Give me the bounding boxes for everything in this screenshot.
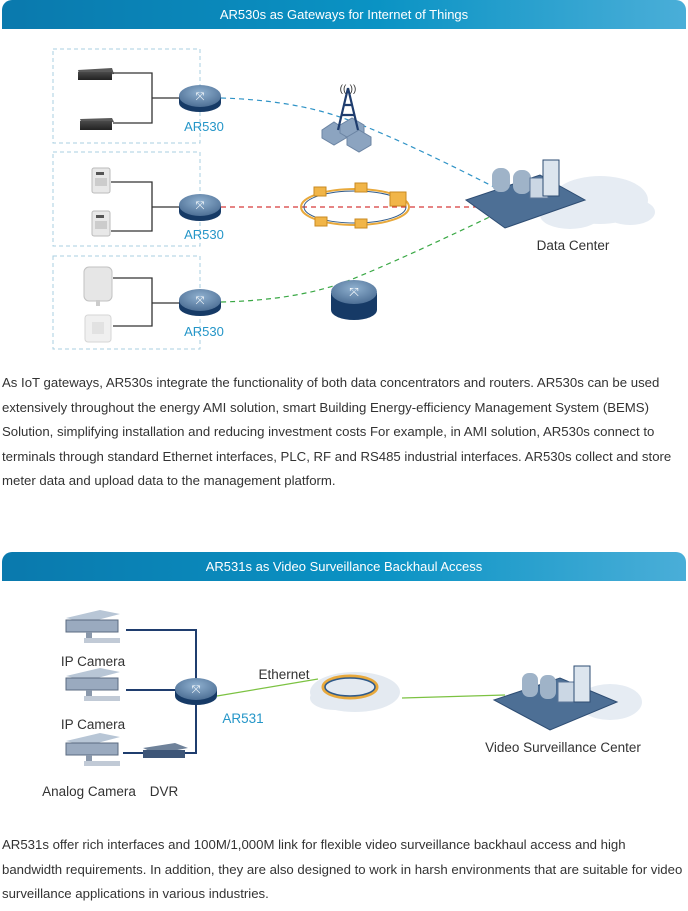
ring-network-icon bbox=[300, 182, 410, 229]
router-label: AR530 bbox=[184, 227, 224, 242]
dvr-label: DVR bbox=[150, 784, 179, 799]
router-label: AR531 bbox=[222, 711, 263, 726]
iot-description: As IoT gateways, AR530s integrate the fu… bbox=[2, 375, 672, 488]
electric-meter-icon bbox=[91, 167, 111, 194]
ip-camera-icon bbox=[65, 610, 120, 643]
iot-gateway-diagram: ⤧ ⤧ ⤧ AR530 AR530 AR530 ((·)) ⤧ bbox=[52, 48, 655, 350]
thermostat-icon bbox=[84, 314, 112, 343]
camera-label: Analog Camera bbox=[42, 784, 136, 799]
ethernet-label: Ethernet bbox=[258, 667, 309, 682]
svg-text:⤧: ⤧ bbox=[196, 295, 205, 307]
svg-text:⤧: ⤧ bbox=[349, 285, 359, 299]
section-title: AR530s as Gateways for Internet of Thing… bbox=[219, 7, 469, 22]
ethernet-link bbox=[216, 678, 319, 697]
video-center-label: Video Surveillance Center bbox=[485, 740, 641, 755]
camera-label: IP Camera bbox=[61, 717, 126, 732]
core-router-icon: ⤧ bbox=[331, 280, 377, 320]
ar531-router-icon: ⤧ bbox=[175, 678, 217, 705]
dvr-icon bbox=[143, 743, 188, 758]
video-description: AR531s offer rich interfaces and 100M/1,… bbox=[2, 837, 683, 901]
ethernet-cloud-icon bbox=[310, 672, 400, 712]
device-group-box bbox=[52, 151, 201, 247]
section-banner-video: AR531s as Video Surveillance Backhaul Ac… bbox=[2, 552, 686, 581]
data-center-icon bbox=[464, 159, 655, 229]
video-surveillance-center-icon bbox=[492, 665, 642, 731]
ar530-router-icon: ⤧ bbox=[179, 194, 221, 221]
router-label: AR530 bbox=[184, 324, 224, 339]
ar530-router-icon: ⤧ bbox=[179, 289, 221, 316]
router-label: AR530 bbox=[184, 119, 224, 134]
router-link bbox=[220, 211, 501, 303]
section-banner-iot: AR530s as Gateways for Internet of Thing… bbox=[2, 0, 686, 29]
camera-label: IP Camera bbox=[61, 654, 126, 669]
device-group-box bbox=[52, 48, 201, 144]
video-surveillance-diagram: IP Camera IP Camera Analog Camera DVR ⤧ … bbox=[42, 610, 642, 799]
smart-sensor-icon bbox=[83, 266, 113, 306]
svg-text:((·)): ((·)) bbox=[340, 84, 357, 95]
data-concentrator-icon bbox=[78, 68, 114, 80]
svg-text:⤧: ⤧ bbox=[196, 200, 205, 212]
svg-text:⤧: ⤧ bbox=[196, 91, 205, 103]
svg-text:⤧: ⤧ bbox=[192, 684, 201, 696]
electric-meter-icon bbox=[91, 210, 111, 237]
cell-tower-icon: ((·)) bbox=[321, 84, 372, 153]
device-group-box bbox=[52, 255, 201, 350]
section-title: AR531s as Video Surveillance Backhaul Ac… bbox=[205, 559, 483, 574]
analog-camera-icon bbox=[65, 733, 120, 766]
ip-camera-icon bbox=[65, 668, 120, 701]
ethernet-link bbox=[401, 694, 506, 699]
data-center-label: Data Center bbox=[537, 238, 610, 253]
ar530-router-icon: ⤧ bbox=[179, 85, 221, 112]
data-concentrator-icon bbox=[80, 118, 114, 130]
